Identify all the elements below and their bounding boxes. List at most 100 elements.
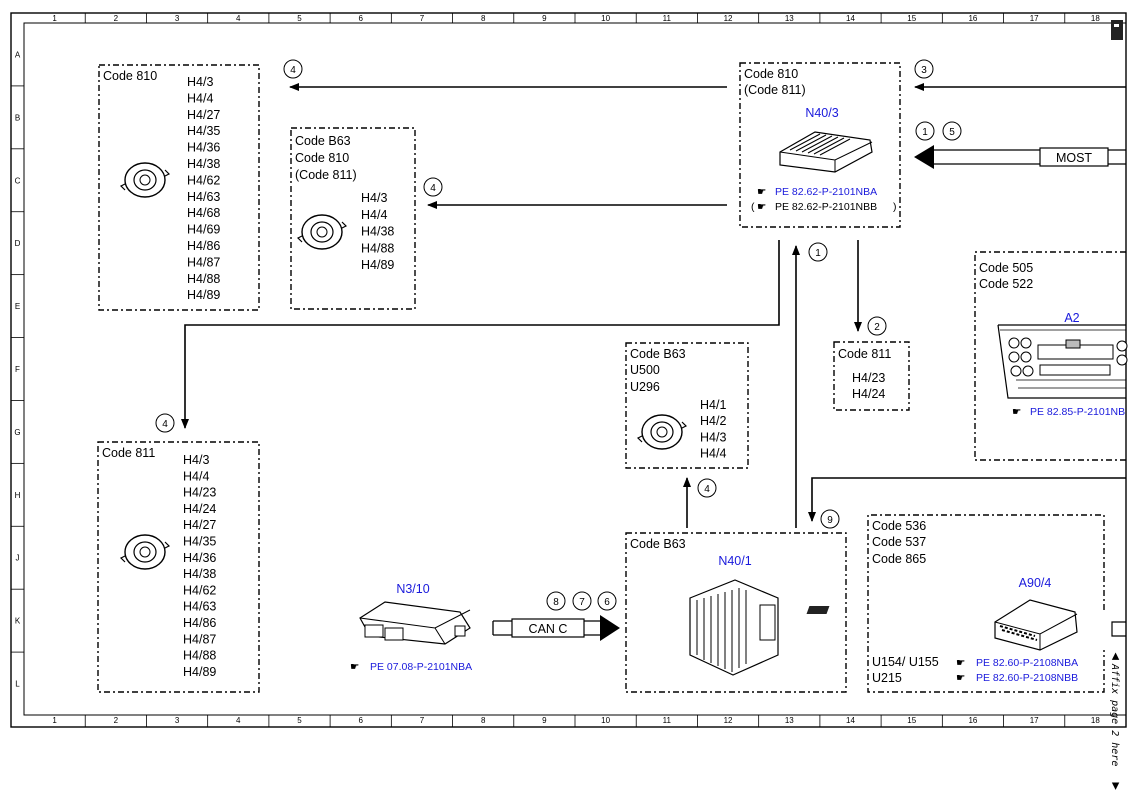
box-code-label: Code B63 <box>295 134 351 148</box>
speaker-designation: H4/89 <box>183 665 216 679</box>
marker-circle: 2 <box>867 316 887 336</box>
grid-column-label: 7 <box>420 14 425 23</box>
grid-column-label: 13 <box>785 14 794 23</box>
speaker-designation: H4/38 <box>361 225 394 239</box>
grid-column-label: 3 <box>175 14 180 23</box>
box-code-label: Code 810 <box>295 151 349 165</box>
box-code-label: Code 522 <box>979 277 1033 291</box>
amplifier-module-icon <box>779 131 873 173</box>
box-n40-3: Code 810 (Code 811) N40/3 ☛ PE 82.62-P-2… <box>739 62 901 228</box>
grid-column-label: 8 <box>481 14 486 23</box>
component-label-a90-4: A90/4 <box>1019 576 1052 590</box>
marker-circle: 1 <box>915 121 935 141</box>
grid-column-label: 10 <box>601 716 610 725</box>
reference-text[interactable]: PE 82.85-P-2101NB <box>1030 406 1125 418</box>
speaker-designation: H4/35 <box>183 535 216 549</box>
control-unit-icon <box>806 599 1078 651</box>
speaker-designation: H4/24 <box>183 502 216 516</box>
grid-row-label: H <box>15 491 21 500</box>
svg-text:5: 5 <box>949 127 955 138</box>
reference-text[interactable]: PE 07.08-P-2101NBA <box>370 661 472 673</box>
connection-lines <box>181 83 1126 528</box>
box-code-label: (Code 811) <box>295 168 357 182</box>
grid-column-label: 14 <box>846 716 855 725</box>
grid-row-label: B <box>15 113 20 122</box>
speaker-designation: H4/23 <box>183 486 216 500</box>
reference-link[interactable]: ☛ PE 07.08-P-2101NBA <box>350 661 472 673</box>
svg-text:8: 8 <box>553 597 559 608</box>
speaker-designation: H4/88 <box>361 241 394 255</box>
speaker-designation: H4/62 <box>183 583 216 597</box>
speaker-designation: H4/27 <box>187 108 220 122</box>
grid-column-label: 14 <box>846 14 855 23</box>
speaker-designation: H4/86 <box>183 616 216 630</box>
grid-column-label: 16 <box>968 14 977 23</box>
marker-circle: 8 <box>546 591 566 611</box>
reference-link[interactable]: ( ☛ PE 82.62-P-2101NBB ) <box>751 201 897 213</box>
grid-row-label: G <box>14 428 20 437</box>
grid-column-label: 4 <box>236 716 241 725</box>
box-code-label: Code 865 <box>872 552 926 566</box>
grid-column-label: 10 <box>601 14 610 23</box>
most-bus-label: MOST <box>1056 151 1092 165</box>
pointing-hand-icon: ☛ <box>1012 406 1021 418</box>
speaker-designation: H4/3 <box>700 430 726 444</box>
most-bus: MOST <box>914 145 1126 169</box>
speaker-designation: H4/36 <box>183 551 216 565</box>
marker-circle: 4 <box>283 59 303 79</box>
grid-column-label: 5 <box>297 14 302 23</box>
box-code-label: Code B63 <box>630 347 686 361</box>
reference-link[interactable]: ☛ PE 82.85-P-2101NB <box>1012 406 1125 418</box>
reference-link[interactable]: ☛ PE 82.62-P-2101NBA <box>757 186 877 198</box>
speaker-designation: H4/4 <box>700 447 726 461</box>
grid-row-label: L <box>15 680 20 689</box>
box-a2-radio: Code 505 Code 522 A2 ☛ PE 82.85-P-2101NB <box>974 251 1128 461</box>
speaker-designation: H4/63 <box>187 190 220 204</box>
speaker-designation: H4/86 <box>187 239 220 253</box>
box-code-810-speakers: Code 810 H4/3H4/4H4/27H4/35H4/36H4/38H4/… <box>98 64 260 311</box>
speaker-icon <box>119 534 171 570</box>
grid-column-label: 18 <box>1091 14 1100 23</box>
reference-link[interactable]: ☛ PE 82.60-P-2108NBB <box>956 672 1078 684</box>
grid-row-label: D <box>15 239 21 248</box>
reference-text[interactable]: PE 82.60-P-2108NBB <box>976 672 1078 684</box>
reference-text[interactable]: PE 82.62-P-2101NBA <box>775 186 877 198</box>
engine-control-unit-icon <box>359 601 471 645</box>
variant-label: U215 <box>872 671 902 685</box>
grid-row-label: E <box>15 302 20 311</box>
grid-column-label: 9 <box>542 14 547 23</box>
marker-circle: 5 <box>942 121 962 141</box>
speaker-designation: H4/4 <box>183 469 209 483</box>
speaker-designation: H4/63 <box>183 600 216 614</box>
svg-text:1: 1 <box>815 248 821 259</box>
svg-text:): ) <box>893 201 897 213</box>
speaker-designation: H4/3 <box>187 75 213 89</box>
grid-column-label: 1 <box>52 716 57 725</box>
radio-unit-icon <box>997 324 1128 399</box>
grid-column-label: 1 <box>52 14 57 23</box>
grid-column-label: 16 <box>968 716 977 725</box>
grid-row-label: J <box>16 554 20 563</box>
grid-column-label: 6 <box>358 14 363 23</box>
component-label-n40-1: N40/1 <box>718 554 751 568</box>
component-label-n40-3: N40/3 <box>805 106 838 120</box>
reference-link[interactable]: ☛ PE 82.60-P-2108NBA <box>956 657 1078 669</box>
reference-text[interactable]: PE 82.62-P-2101NBB <box>775 201 877 213</box>
grid-column-label: 17 <box>1030 716 1039 725</box>
connection-markers: 4 3 1 5 4 1 2 4 4 9 8 7 6 <box>155 59 962 611</box>
box-code-label: Code 810 <box>103 69 157 83</box>
box-n40-1: Code B63 N40/1 <box>625 532 847 693</box>
pointing-hand-icon: ☛ <box>757 186 766 198</box>
speaker-designation: H4/3 <box>361 191 387 205</box>
svg-text:◄: ◄ <box>1109 650 1123 662</box>
speaker-designation: H4/36 <box>187 141 220 155</box>
box-code-label: Code 811 <box>102 446 155 460</box>
speaker-designation: H4/38 <box>187 157 220 171</box>
grid-column-label: 3 <box>175 716 180 725</box>
pointing-hand-icon: ☛ <box>757 201 766 213</box>
reference-text[interactable]: PE 82.60-P-2108NBA <box>976 657 1078 669</box>
grid-column-label: 4 <box>236 14 241 23</box>
speaker-designation: H4/88 <box>183 649 216 663</box>
grid-column-label: 11 <box>663 716 672 725</box>
